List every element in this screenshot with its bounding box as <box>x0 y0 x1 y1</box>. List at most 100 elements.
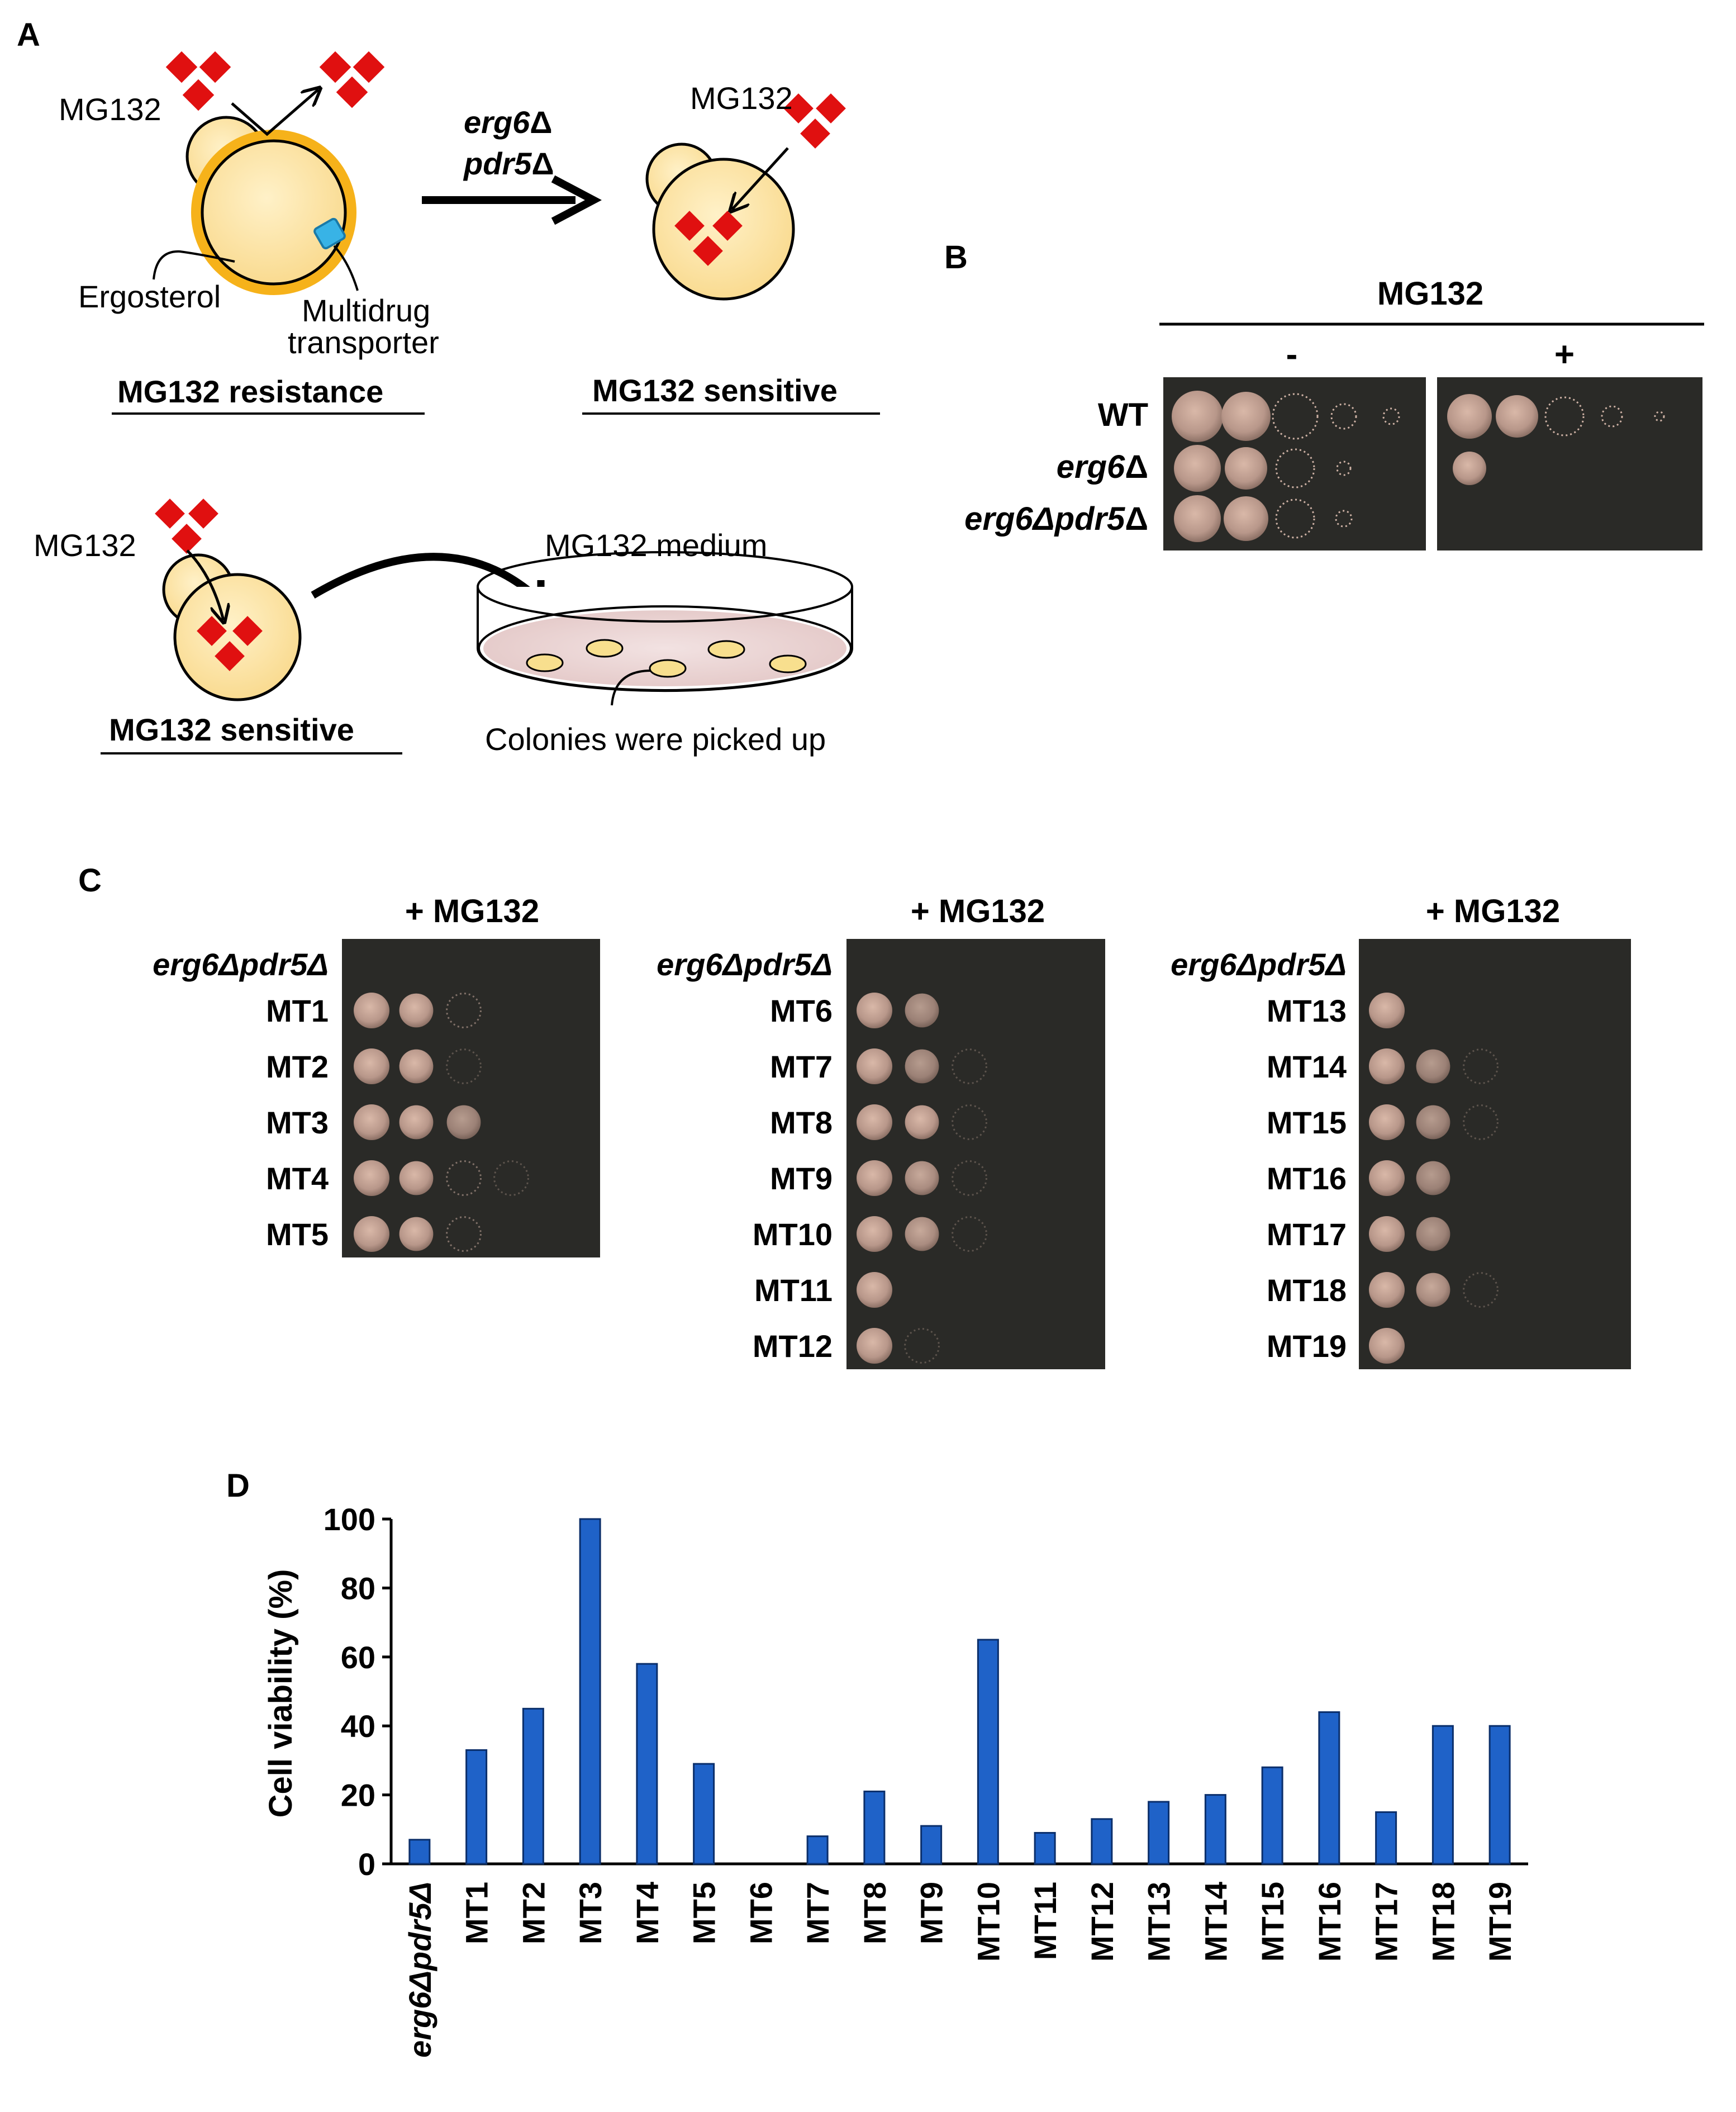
resistance-label: MG132 resistance <box>117 374 383 409</box>
panel-c-letter: C <box>78 862 102 899</box>
bar <box>1318 1711 1340 1865</box>
bar <box>1375 1811 1397 1865</box>
b-plus-spot <box>1544 396 1585 436</box>
plate-b-spots <box>1172 391 1665 542</box>
influx-arrow-top <box>732 147 789 210</box>
colony-4 <box>707 640 745 659</box>
b-plus-spot <box>1601 405 1623 428</box>
c-plate1-spots <box>354 993 529 1252</box>
c-spot <box>1416 1217 1450 1251</box>
c-plate2-header: + MG132 <box>911 893 1045 929</box>
c-spot <box>399 1049 434 1084</box>
x-tick-label: MT11 <box>1028 1882 1063 1960</box>
petri-dish <box>477 551 853 692</box>
c-spot <box>905 1105 939 1140</box>
transition-arrow-head <box>551 175 602 225</box>
y-tick-label: 0 <box>358 1847 375 1882</box>
sensitive-label-bottom: MG132 sensitive <box>109 712 354 747</box>
b-minus-spot <box>1272 393 1319 440</box>
b-minus-spot <box>1382 407 1400 425</box>
c-plate1 <box>342 939 600 1257</box>
c-plate3-parent: erg6Δpdr5Δ <box>1171 947 1347 982</box>
colonies-leader <box>611 670 651 706</box>
bar <box>920 1825 943 1865</box>
b-plus-spot <box>1654 411 1665 422</box>
c-strain-label: MT14 <box>1267 1049 1347 1084</box>
b-minus-spot <box>1335 510 1353 528</box>
c-spot <box>399 1105 434 1140</box>
b-row-erg6pdr5: erg6Δpdr5Δ <box>964 501 1148 537</box>
x-tick-label: MT18 <box>1425 1882 1461 1962</box>
mg132-label-a3: MG132 <box>34 528 136 563</box>
x-tick-label: MT12 <box>1085 1882 1120 1962</box>
b-minus-spot <box>1330 403 1357 430</box>
x-tick-label: MT8 <box>857 1882 892 1944</box>
b-minus-spot <box>1172 391 1223 442</box>
x-tick-label: MT19 <box>1482 1882 1518 1962</box>
b-minus-spot <box>1275 499 1315 539</box>
c-spot <box>354 993 389 1028</box>
ergosterol-label: Ergosterol <box>78 279 221 314</box>
c-strain-label: MT2 <box>266 1049 329 1084</box>
condition-pdr5: pdr5Δ <box>463 146 554 181</box>
c-strain-label: MT4 <box>266 1161 329 1196</box>
c-spot <box>905 1161 939 1195</box>
c-spot <box>1369 1048 1405 1084</box>
c-spot <box>446 1160 482 1196</box>
transporter-label-2: transporter <box>288 325 439 360</box>
x-tick-label: erg6Δpdr5Δ <box>402 1882 437 2058</box>
c-spot <box>857 1048 892 1084</box>
bar <box>977 1639 999 1865</box>
c-spot <box>354 1104 389 1140</box>
c-spot <box>857 1216 892 1252</box>
x-tick-label: MT6 <box>743 1882 778 1944</box>
mg132-label-a2: MG132 <box>690 80 793 116</box>
c-spot <box>904 1328 940 1364</box>
x-tick-label: MT1 <box>459 1882 494 1944</box>
b-minus-spot <box>1224 496 1268 541</box>
c-spot <box>857 1328 892 1364</box>
c-strain-label: MT11 <box>754 1273 833 1308</box>
c-spot <box>446 1048 482 1084</box>
b-minus-spot <box>1221 392 1271 441</box>
c-spot <box>1369 1160 1405 1196</box>
sensitive-cell-bottom <box>162 553 302 701</box>
c-strain-label: MT17 <box>1267 1217 1347 1252</box>
mg132-molecules-in <box>165 51 231 111</box>
x-tick-label: MT2 <box>516 1882 551 1944</box>
x-tick-label: MT16 <box>1312 1882 1347 1962</box>
bar <box>863 1790 886 1865</box>
colony-1 <box>526 653 564 672</box>
ergosterol-leader <box>153 250 235 280</box>
c-strain-label: MT7 <box>770 1049 833 1084</box>
c-spot <box>1369 1272 1405 1308</box>
c-spot <box>1463 1104 1499 1140</box>
c-spot <box>905 1049 939 1084</box>
sensitive-cell-top <box>645 143 795 301</box>
colony-3 <box>649 659 687 678</box>
c-spot <box>1369 1104 1405 1140</box>
x-tick-label: MT13 <box>1142 1882 1177 1962</box>
c-spot <box>1463 1048 1499 1084</box>
colonies-label: Colonies were picked up <box>485 722 826 757</box>
c-strain-label: MT13 <box>1267 993 1347 1028</box>
panel-a-letter: A <box>17 17 40 53</box>
b-minus-spot <box>1174 495 1221 542</box>
c-strain-label: MT1 <box>266 993 329 1028</box>
c-spot <box>1416 1161 1450 1195</box>
c-plate1-parent: erg6Δpdr5Δ <box>153 947 329 982</box>
y-tick-label: 20 <box>341 1778 375 1813</box>
x-tick-label: MT9 <box>914 1882 949 1944</box>
c-spot <box>399 993 434 1028</box>
panel-d: D Cell viability (%) 020406080100erg6Δpd… <box>226 1468 1528 2058</box>
c-spot <box>493 1160 529 1196</box>
multidrug-transporter-icon <box>313 217 346 250</box>
x-tick-label: MT17 <box>1369 1882 1404 1962</box>
c-spot <box>446 1216 482 1252</box>
panel-b-plus: + <box>1554 335 1575 374</box>
c-spot <box>857 1272 892 1308</box>
